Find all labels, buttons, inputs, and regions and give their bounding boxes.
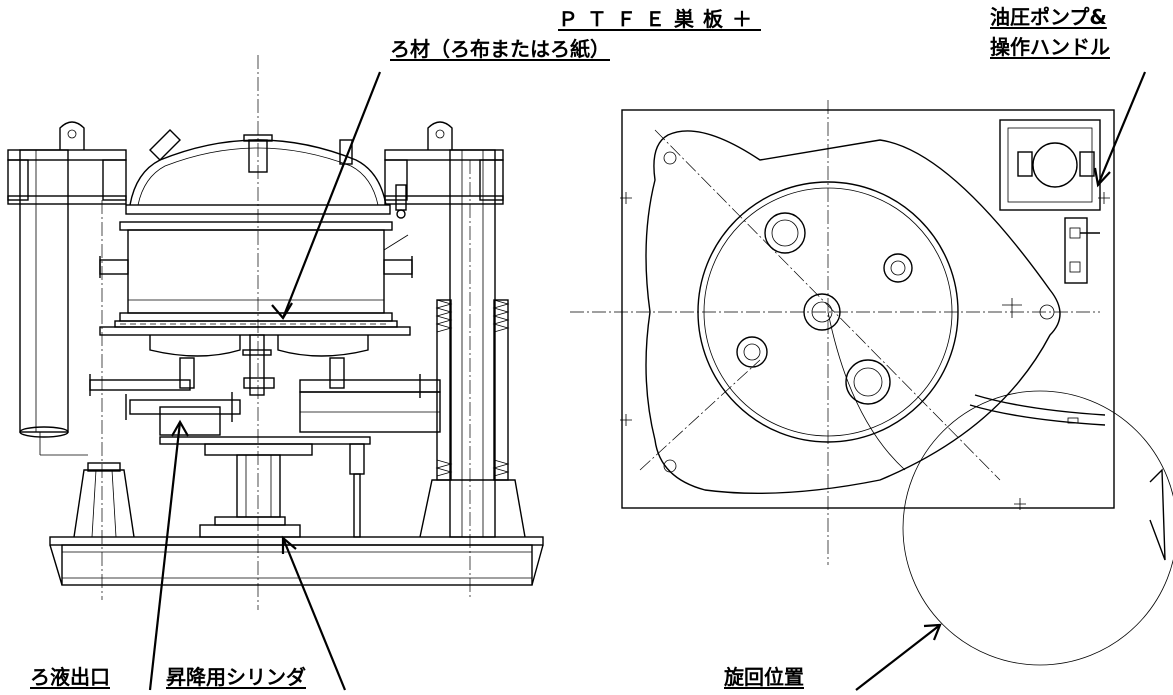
rotation-circle	[827, 311, 1173, 666]
label-filter-media: ろ材（ろ布またはろ紙）	[390, 37, 610, 61]
nozzles	[736, 212, 913, 405]
left-column	[7, 121, 127, 438]
leader-ptfe	[281, 71, 382, 319]
filtrate-piping	[89, 374, 441, 538]
vessel-lid	[125, 129, 407, 219]
leader-pump	[1096, 71, 1147, 186]
left-foot	[39, 432, 135, 538]
label-operation-handle: 操作ハンドル	[990, 35, 1110, 59]
label-rotation-position: 旋回位置	[724, 665, 804, 689]
leader-rotation	[855, 624, 941, 691]
crosshair-marks	[620, 192, 1110, 510]
lift-cylinder	[159, 436, 371, 518]
filter-plate	[99, 320, 411, 336]
leader-filtrate	[148, 421, 182, 691]
front-view	[7, 55, 544, 691]
label-filtrate-outlet: ろ液出口	[30, 665, 110, 689]
leader-cylinder	[281, 537, 347, 691]
label-ptfe-plate: ＰＴＦＥ巣板＋	[558, 7, 761, 31]
bottom-bowls	[149, 334, 369, 396]
base-frame	[49, 516, 544, 586]
label-lift-cylinder: 昇降用シリンダ	[166, 665, 306, 689]
hydraulic-pump	[999, 119, 1101, 284]
label-hydraulic-pump: 油圧ポンプ&	[990, 5, 1107, 29]
frame-outline	[645, 130, 1061, 495]
plan-view	[570, 71, 1173, 691]
vessel-body	[99, 221, 413, 322]
right-column	[384, 121, 526, 538]
